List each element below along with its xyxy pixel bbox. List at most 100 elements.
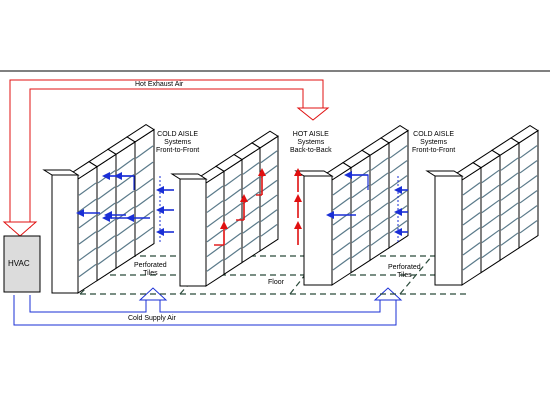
perforated-tiles-right-label: Perforated Tiles bbox=[388, 264, 421, 279]
rack-front-face bbox=[303, 175, 333, 286]
floor-label: Floor bbox=[268, 279, 284, 286]
rack-slot bbox=[260, 150, 278, 164]
rack-slot bbox=[351, 184, 370, 199]
rack-cabinet bbox=[134, 128, 155, 257]
cold-air-path bbox=[118, 175, 135, 190]
rack-slot bbox=[97, 186, 116, 200]
rack-slot bbox=[206, 185, 224, 199]
rack-slot bbox=[242, 176, 260, 190]
rack-slot bbox=[519, 220, 538, 234]
rack-cabinet bbox=[480, 154, 501, 274]
rack-slot bbox=[462, 182, 481, 196]
rack-cabinet bbox=[205, 170, 225, 287]
hot-aisle-label: HOT AISLE Systems Back-to-Back bbox=[290, 131, 332, 154]
rack-cabinet bbox=[77, 165, 98, 294]
rack-slot bbox=[500, 232, 519, 246]
rack-slot bbox=[242, 220, 260, 234]
rack-slot bbox=[519, 145, 538, 159]
rack-slot bbox=[135, 177, 154, 192]
rack-slot bbox=[481, 229, 500, 244]
rack-slot bbox=[242, 206, 260, 219]
rack-slot bbox=[135, 145, 154, 159]
rack-row-3 bbox=[294, 125, 409, 286]
rack-slot bbox=[370, 232, 389, 246]
rack-row-4 bbox=[425, 125, 539, 286]
rack-slot bbox=[135, 226, 154, 241]
rack-slot bbox=[500, 217, 519, 231]
rack-row-1 bbox=[42, 124, 155, 294]
rack-slot bbox=[135, 161, 154, 176]
rack-slot bbox=[224, 247, 242, 261]
rack-slot bbox=[500, 187, 519, 201]
rack-cabinet bbox=[223, 158, 243, 276]
rack-slot bbox=[351, 244, 370, 259]
rack-cabinet bbox=[461, 166, 482, 286]
rack-slot bbox=[351, 214, 370, 229]
rack-front-top bbox=[425, 170, 464, 177]
rack-cabinet bbox=[350, 154, 371, 274]
rack-slot bbox=[332, 227, 351, 241]
rack-slot bbox=[242, 235, 260, 249]
rack-slot bbox=[116, 157, 135, 172]
rack-slot bbox=[116, 222, 135, 237]
rack-slot bbox=[481, 169, 500, 184]
rack-cabinet bbox=[369, 142, 390, 262]
rack-slot bbox=[224, 232, 242, 246]
rack-slot bbox=[389, 160, 408, 174]
rack-slot bbox=[260, 194, 278, 208]
cold-supply-up-arrow-right-icon bbox=[373, 287, 403, 301]
hot-exhaust-air-label: Hot Exhaust Air bbox=[135, 81, 184, 88]
rack-slot bbox=[206, 229, 224, 243]
rack-slot bbox=[481, 199, 500, 214]
rack-slot bbox=[500, 172, 519, 186]
rack-slot bbox=[224, 173, 242, 187]
rack-slot bbox=[78, 247, 97, 261]
rack-slot bbox=[206, 214, 224, 228]
rack-slot bbox=[332, 197, 351, 211]
rack-slot bbox=[370, 217, 389, 231]
rack-front-top bbox=[170, 173, 208, 180]
perforated-tiles-left-label: Perforated Tiles bbox=[134, 262, 167, 277]
rack-cabinet bbox=[331, 166, 352, 286]
rack-front-face bbox=[434, 175, 463, 286]
rack-slot bbox=[242, 162, 260, 175]
rack-cabinet bbox=[499, 142, 520, 262]
rack-slot bbox=[389, 220, 408, 234]
rack-slot bbox=[500, 202, 519, 216]
rack-slot bbox=[519, 160, 538, 174]
rack-slot bbox=[370, 202, 389, 216]
rack-slot bbox=[481, 214, 500, 229]
rack-slot bbox=[462, 242, 481, 256]
cold-aisle-left-label: COLD AISLE Systems Front-to-Front bbox=[156, 131, 200, 154]
rack-slot bbox=[481, 244, 500, 259]
rack-slot bbox=[224, 188, 242, 202]
hvac-unit bbox=[3, 235, 41, 293]
hvac-label: HVAC bbox=[8, 259, 30, 268]
rack-slot bbox=[519, 190, 538, 204]
rack-slot bbox=[260, 224, 278, 237]
rack-front-top bbox=[42, 169, 80, 176]
rack-front-face bbox=[51, 174, 79, 294]
rack-slot bbox=[351, 169, 370, 184]
rack-slot bbox=[481, 184, 500, 199]
rack-cabinet bbox=[115, 141, 136, 270]
rack-slot bbox=[206, 200, 224, 213]
rack-slot bbox=[462, 257, 481, 271]
rack-slot bbox=[519, 205, 538, 219]
rack-slot bbox=[370, 187, 389, 201]
rack-slot bbox=[206, 259, 224, 272]
rack-slot bbox=[462, 212, 481, 226]
rack-slot bbox=[260, 209, 278, 222]
hot-exhaust-down-arrow-icon bbox=[296, 107, 330, 121]
rack-front-top bbox=[294, 170, 334, 177]
hot-exhaust-into-hvac-arrow-icon bbox=[2, 221, 38, 237]
rack-slot bbox=[135, 194, 154, 208]
rack-front-face bbox=[179, 178, 207, 287]
rack-slot bbox=[370, 172, 389, 186]
rack-slot bbox=[519, 175, 538, 189]
rack-slot bbox=[78, 231, 97, 245]
cold-supply-air-label: Cold Supply Air bbox=[128, 315, 176, 322]
rack-slot bbox=[332, 182, 351, 196]
rack-slot bbox=[78, 182, 97, 196]
